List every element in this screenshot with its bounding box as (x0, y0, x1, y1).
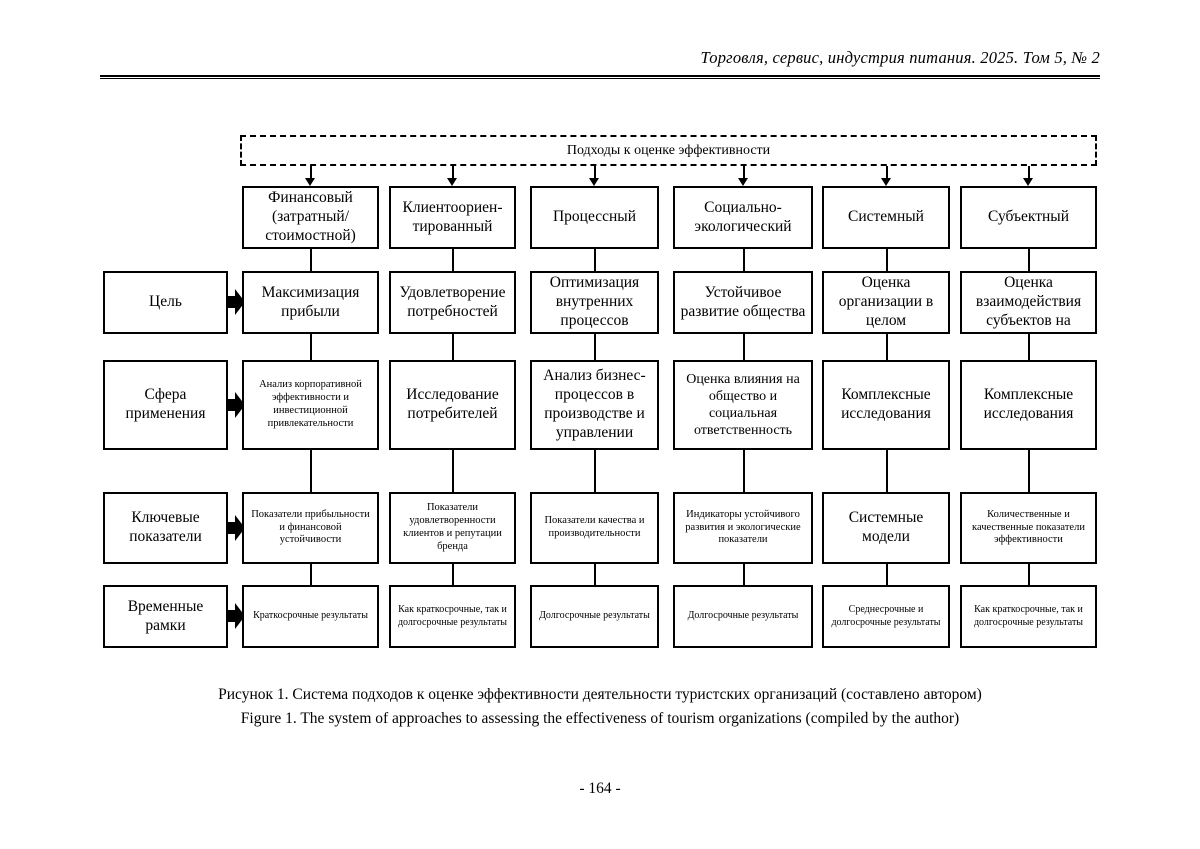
connector-banner-col6 (1028, 166, 1030, 181)
connector-col2-r0-r1 (452, 249, 454, 271)
cell-timeframe-client-oriented: Как краткосрочные, так и долгосрочные ре… (389, 585, 516, 648)
connector-col2-r3-r4 (452, 564, 454, 585)
connector-banner-col5 (886, 166, 888, 181)
connector-col5-r0-r1 (886, 249, 888, 271)
diagram-banner: Подходы к оценке эффективности (240, 135, 1097, 166)
block-arrow-goal (228, 289, 245, 315)
connector-banner-col4 (743, 166, 745, 181)
block-arrow-scope (228, 392, 245, 418)
cell-indicators-client-oriented: Показатели удовлетворенности клиентов и … (389, 492, 516, 564)
cell-indicators-subjective: Количественные и качественные показатели… (960, 492, 1097, 564)
connector-col5-r3-r4 (886, 564, 888, 585)
connector-col6-r1-r2 (1028, 334, 1030, 360)
cell-scope-process: Анализ бизнес-процессов в производстве и… (530, 360, 659, 450)
figure-caption: Рисунок 1. Система подходов к оценке эфф… (100, 683, 1100, 731)
connector-col2-r1-r2 (452, 334, 454, 360)
cell-indicators-social-ecological: Индикаторы устойчивого развития и эколог… (673, 492, 813, 564)
connector-col5-r1-r2 (886, 334, 888, 360)
column-header-subjective: Субъектный (960, 186, 1097, 249)
cell-goal-systemic: Оценка организации в целом (822, 271, 950, 334)
column-header-social-ecological: Социально-экологический (673, 186, 813, 249)
cell-goal-financial: Максимизация прибыли (242, 271, 379, 334)
cell-indicators-systemic: Системные модели (822, 492, 950, 564)
page-number: - 164 - (579, 780, 621, 797)
connector-col5-r2-r3 (886, 450, 888, 492)
caption-russian: Рисунок 1. Система подходов к оценке эфф… (218, 686, 982, 703)
connector-col1-r2-r3 (310, 450, 312, 492)
connector-col4-r3-r4 (743, 564, 745, 585)
row-label-scope: Сфера применения (103, 360, 228, 450)
arrowhead-banner-col4 (738, 178, 748, 186)
cell-scope-financial: Анализ корпоративной эффективности и инв… (242, 360, 379, 450)
connector-col4-r2-r3 (743, 450, 745, 492)
connector-col6-r2-r3 (1028, 450, 1030, 492)
cell-indicators-process: Показатели качества и производительности (530, 492, 659, 564)
arrowhead-banner-col2 (447, 178, 457, 186)
caption-english: Figure 1. The system of approaches to as… (240, 710, 960, 728)
row-label-timeframe: Временные рамки (103, 585, 228, 648)
block-arrow-key-indicators (228, 515, 245, 541)
row-label-key-indicators: Ключевые показатели (103, 492, 228, 564)
cell-timeframe-process: Долгосрочные результаты (530, 585, 659, 648)
connector-col3-r0-r1 (594, 249, 596, 271)
cell-scope-systemic: Комплексные исследования (822, 360, 950, 450)
arrowhead-banner-col1 (305, 178, 315, 186)
connector-col3-r3-r4 (594, 564, 596, 585)
cell-timeframe-subjective: Как краткосрочные, так и долгосрочные ре… (960, 585, 1097, 648)
connector-col4-r0-r1 (743, 249, 745, 271)
figure-diagram: Подходы к оценке эффективности Финансовы… (103, 135, 1097, 648)
connector-col1-r3-r4 (310, 564, 312, 585)
connector-col6-r0-r1 (1028, 249, 1030, 271)
arrowhead-banner-col6 (1023, 178, 1033, 186)
column-header-process: Процессный (530, 186, 659, 249)
cell-timeframe-systemic: Среднесрочные и долгосрочные результаты (822, 585, 950, 648)
connector-col3-r1-r2 (594, 334, 596, 360)
connector-col1-r1-r2 (310, 334, 312, 360)
cell-goal-client-oriented: Удовлетворение потребностей (389, 271, 516, 334)
connector-banner-col3 (594, 166, 596, 181)
connector-col2-r2-r3 (452, 450, 454, 492)
header-divider (100, 75, 1100, 79)
cell-scope-subjective: Комплексные исследования (960, 360, 1097, 450)
column-header-systemic: Системный (822, 186, 950, 249)
arrowhead-banner-col5 (881, 178, 891, 186)
column-header-financial: Финансовый (затратный/ стоимостной) (242, 186, 379, 249)
cell-timeframe-social-ecological: Долгосрочные результаты (673, 585, 813, 648)
cell-goal-social-ecological: Устойчивое развитие общества (673, 271, 813, 334)
cell-goal-process: Оптимизация внутренних процессов (530, 271, 659, 334)
cell-scope-client-oriented: Исследование потребителей (389, 360, 516, 450)
connector-col1-r0-r1 (310, 249, 312, 271)
running-head: Торговля, сервис, индустрия питания. 202… (700, 48, 1100, 67)
connector-banner-col1 (310, 166, 312, 181)
connector-col4-r1-r2 (743, 334, 745, 360)
block-arrow-timeframe (228, 603, 245, 629)
row-label-goal: Цель (103, 271, 228, 334)
connector-col3-r2-r3 (594, 450, 596, 492)
cell-goal-subjective: Оценка взаимодействия субъектов на (960, 271, 1097, 334)
connector-banner-col2 (452, 166, 454, 181)
cell-timeframe-financial: Краткосрочные результаты (242, 585, 379, 648)
column-header-client-oriented: Клиентоориен- тированный (389, 186, 516, 249)
cell-scope-social-ecological: Оценка влияния на общество и социальная … (673, 360, 813, 450)
arrowhead-banner-col3 (589, 178, 599, 186)
cell-indicators-financial: Показатели прибыльности и финансовой уст… (242, 492, 379, 564)
connector-col6-r3-r4 (1028, 564, 1030, 585)
